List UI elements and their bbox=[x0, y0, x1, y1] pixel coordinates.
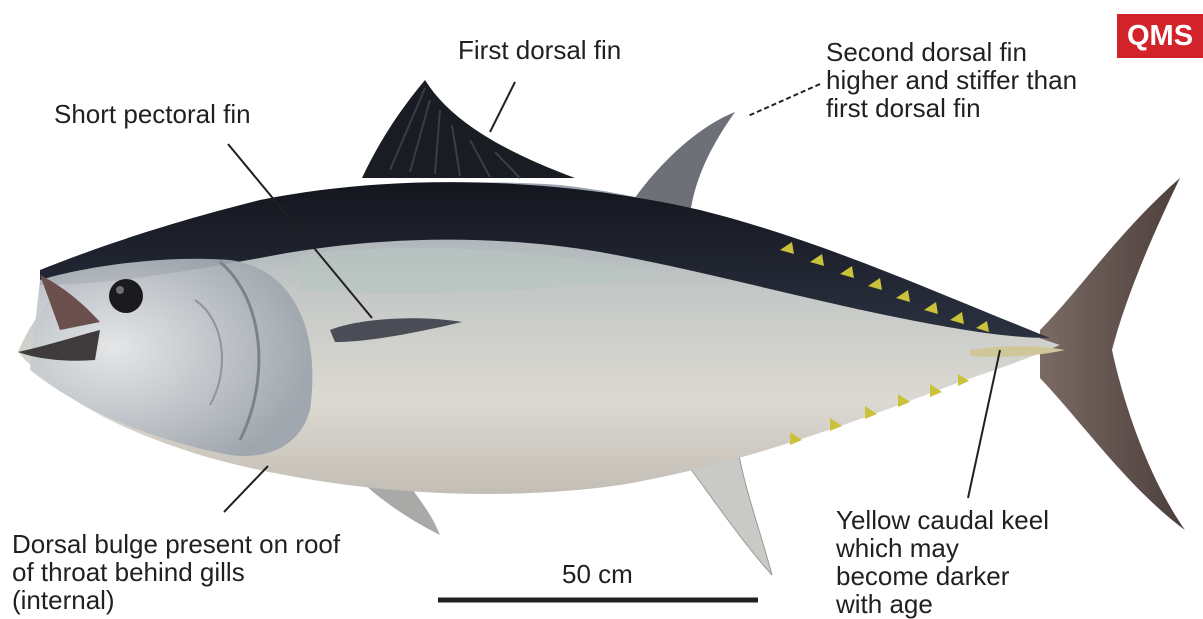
label-short-pectoral-fin: Short pectoral fin bbox=[54, 100, 251, 128]
qms-logo: QMS bbox=[1117, 14, 1203, 58]
first-dorsal-fin bbox=[362, 80, 575, 178]
logo-text: QMS bbox=[1127, 20, 1193, 53]
leader-first-dorsal bbox=[490, 82, 515, 132]
scale-label: 50 cm bbox=[562, 560, 633, 588]
label-second-dorsal-fin: Second dorsal fin higher and stiffer tha… bbox=[826, 38, 1077, 122]
caudal-fin bbox=[1040, 178, 1185, 530]
eye-highlight bbox=[116, 286, 124, 294]
label-caudal-keel: Yellow caudal keel which may become dark… bbox=[836, 506, 1049, 618]
leader-dorsal-bulge bbox=[224, 466, 268, 512]
label-dorsal-bulge: Dorsal bulge present on roof of throat b… bbox=[12, 530, 340, 614]
leader-second-dorsal bbox=[748, 84, 820, 116]
label-first-dorsal-fin: First dorsal fin bbox=[458, 36, 621, 64]
eye bbox=[109, 279, 143, 313]
